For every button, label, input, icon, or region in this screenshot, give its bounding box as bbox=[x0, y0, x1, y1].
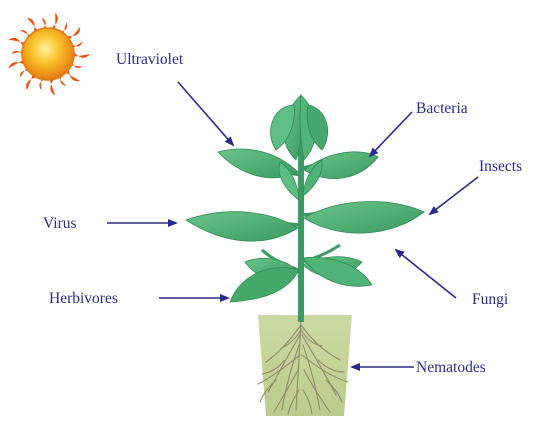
plant-leaves bbox=[186, 95, 424, 302]
label-ultraviolet: Ultraviolet bbox=[116, 51, 184, 68]
label-herbivores: Herbivores bbox=[49, 290, 118, 307]
arrow-ultraviolet bbox=[178, 82, 233, 145]
label-insects: Insects bbox=[479, 158, 522, 175]
label-virus: Virus bbox=[43, 215, 77, 232]
arrow-insects bbox=[430, 177, 478, 214]
arrow-fungi bbox=[396, 250, 456, 298]
label-fungi: Fungi bbox=[472, 291, 509, 308]
label-nematodes: Nematodes bbox=[416, 359, 486, 376]
label-bacteria: Bacteria bbox=[416, 100, 468, 117]
sun-ray bbox=[73, 51, 90, 58]
arrow-bacteria bbox=[370, 112, 412, 156]
sun-icon bbox=[9, 13, 90, 96]
